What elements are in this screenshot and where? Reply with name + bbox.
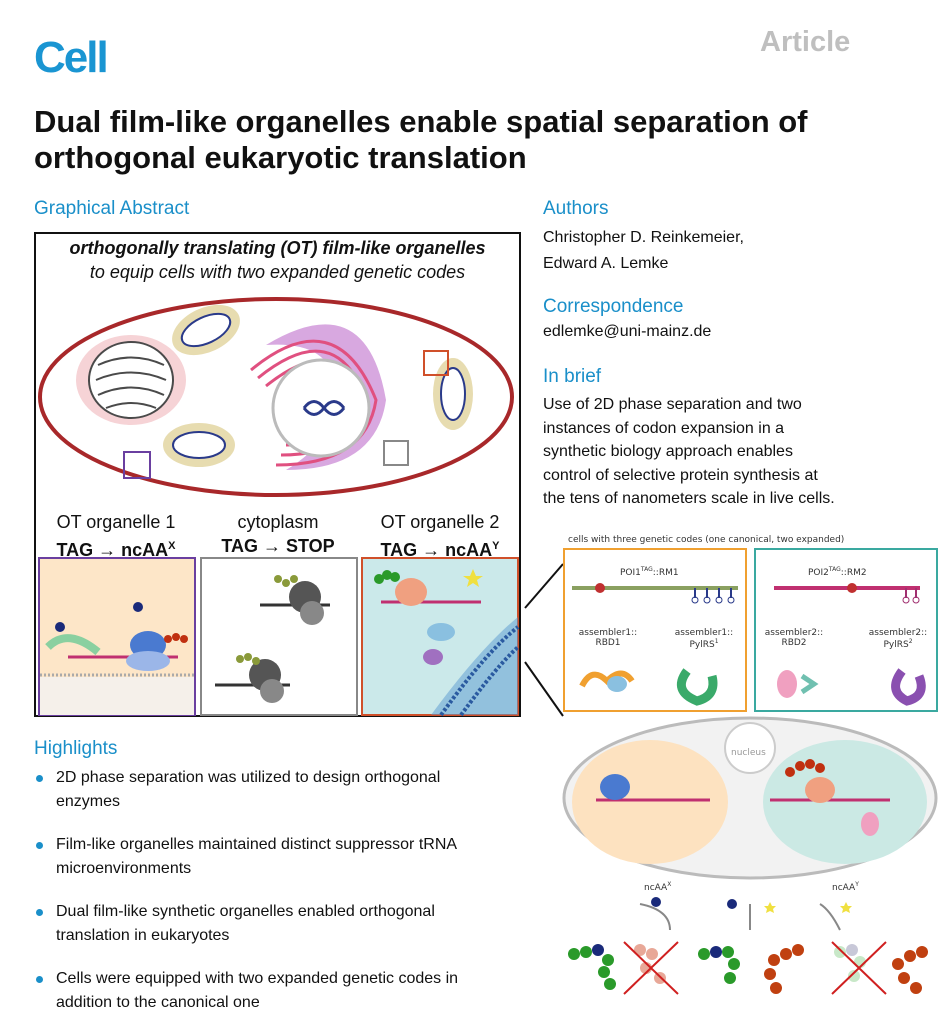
highlight-line: translation in eukaryotes	[56, 927, 230, 944]
construct-box-2	[754, 548, 938, 712]
ncaa-y-label: ncAAY	[832, 881, 859, 893]
two-organelle-cell	[562, 716, 938, 880]
col2-label: cytoplasm TAG → STOP	[198, 510, 358, 558]
box2-b-sup: 2	[908, 638, 913, 645]
in-brief-line: Use of 2D phase separation and two	[543, 396, 802, 413]
box2-b-line1: assembler2::	[868, 628, 928, 638]
ncaa-y-name: ncAA	[832, 883, 856, 893]
box2-assembler-b: assembler2::PylRS2	[866, 628, 930, 650]
box1-construct: POI1TAG::RM1	[620, 566, 679, 578]
col1-bottom: TAG → ncAAX	[36, 534, 196, 562]
box1-assembler-a: assembler1::RBD1	[578, 628, 638, 648]
author-1: Christopher D. Reinkemeier,	[543, 229, 744, 246]
construct-box-1	[563, 548, 747, 712]
figure-caption: cells with three genetic codes (one cano…	[568, 535, 845, 545]
col1-label: OT organelle 1 TAG → ncAAX	[36, 510, 196, 562]
nucleus-label: nucleus	[731, 748, 766, 758]
col3-rule: TAG → ncAA	[380, 540, 493, 560]
protein-products-diagram	[568, 897, 928, 995]
highlight-line: enzymes	[56, 793, 121, 810]
in-brief-line: the tens of nanometers scale in live cel…	[543, 490, 835, 507]
col1-top: OT organelle 1	[56, 512, 176, 532]
correspondence-heading: Correspondence	[543, 296, 684, 317]
ncaa-x-name: ncAA	[644, 883, 668, 893]
col3-top: OT organelle 2	[380, 512, 500, 532]
box1-b-line2: PylRS1	[672, 638, 736, 650]
col2-bottom: TAG → STOP	[221, 536, 335, 556]
journal-logo: Cell	[34, 33, 109, 82]
col3-sup: Y	[492, 540, 500, 552]
author-2: Edward A. Lemke	[543, 254, 669, 272]
ncaa-y-sup: Y	[855, 881, 859, 888]
in-brief-line: control of selective protein synthesis a…	[543, 466, 818, 484]
highlights-list: 2D phase separation was utilized to desi…	[34, 766, 526, 1034]
col1-sup: X	[168, 540, 176, 552]
cell-illustration	[38, 297, 514, 497]
box2-a-line1: assembler2::	[764, 628, 824, 638]
box2-a-line2: RBD2	[781, 638, 807, 648]
correspondence-email[interactable]: edlemke@uni-mainz.de	[543, 323, 712, 340]
box2-construct: POI2TAG::RM2	[808, 566, 867, 578]
panel-cytoplasm	[200, 557, 358, 716]
box1-a-line2: RBD1	[595, 638, 621, 648]
box2-b-name: PylRS	[883, 640, 909, 650]
highlight-line: microenvironments	[56, 860, 192, 877]
panel-organelle1	[38, 557, 196, 716]
box1-protein-shapes	[579, 668, 718, 706]
ga-title-line2: to equip cells with two expanded genetic…	[89, 262, 466, 282]
panel-organelle2	[361, 557, 519, 716]
box1-construct-diagram	[572, 583, 738, 604]
highlight-item: Film-like organelles maintained distinct…	[34, 833, 526, 881]
box1-b-sup: 1	[714, 638, 719, 645]
paper-title: Dual film-like organelles enable spatial…	[34, 104, 808, 175]
box2-protein-shapes	[777, 668, 926, 706]
col3-bottom: TAG → ncAAY	[360, 534, 520, 562]
in-brief-heading: In brief	[543, 366, 602, 387]
highlight-line: Dual film-like synthetic organelles enab…	[56, 903, 435, 920]
ncaa-x-label: ncAAX	[644, 881, 671, 893]
in-brief-text: Use of 2D phase separation and two insta…	[543, 393, 933, 511]
box2-b-line2: PylRS2	[866, 638, 930, 650]
box2-assembler-a: assembler2::RBD2	[764, 628, 824, 648]
in-brief-line: synthetic biology approach enables	[543, 443, 793, 460]
box2-construct-diagram	[774, 583, 920, 604]
highlight-item: 2D phase separation was utilized to desi…	[34, 766, 526, 814]
col2-top: cytoplasm	[237, 512, 319, 532]
highlight-line: addition to the canonical one	[56, 994, 260, 1011]
box1-assembler-b: assembler1::PylRS1	[672, 628, 736, 650]
highlight-item: Cells were equipped with two expanded ge…	[34, 967, 526, 1015]
graphical-abstract-frame	[34, 232, 521, 717]
highlight-item: Dual film-like synthetic organelles enab…	[34, 900, 526, 948]
article-type-label: Article	[760, 26, 851, 58]
col3-label: OT organelle 2 TAG → ncAAY	[360, 510, 520, 562]
highlights-heading: Highlights	[34, 738, 118, 759]
box2-construct-sup: TAG	[828, 566, 841, 573]
authors-heading: Authors	[543, 198, 609, 219]
highlight-line: Film-like organelles maintained distinct…	[56, 836, 458, 853]
box1-b-name: PylRS	[689, 640, 715, 650]
graphical-abstract-heading: Graphical Abstract	[34, 198, 190, 219]
box1-construct-name: POI1	[620, 568, 641, 578]
in-brief-line: instances of codon expansion in a	[543, 419, 785, 437]
box1-construct-sup: TAG	[640, 566, 653, 573]
ncaa-x-sup: X	[667, 881, 672, 888]
box1-b-line1: assembler1::	[674, 628, 734, 638]
highlight-line: Cells were equipped with two expanded ge…	[56, 970, 459, 987]
col1-rule: TAG → ncAA	[56, 540, 169, 560]
box2-construct-tail: ::RM2	[840, 568, 867, 578]
highlight-line: 2D phase separation was utilized to desi…	[56, 769, 441, 786]
authors-list: Christopher D. Reinkemeier, Edward A. Le…	[543, 226, 744, 275]
ga-title-line1: orthogonally translating (OT) film-like …	[69, 238, 486, 258]
connector-lines	[524, 563, 564, 717]
box1-construct-tail: ::RM1	[652, 568, 679, 578]
box1-a-line1: assembler1::	[578, 628, 638, 638]
box2-construct-name: POI2	[808, 568, 829, 578]
